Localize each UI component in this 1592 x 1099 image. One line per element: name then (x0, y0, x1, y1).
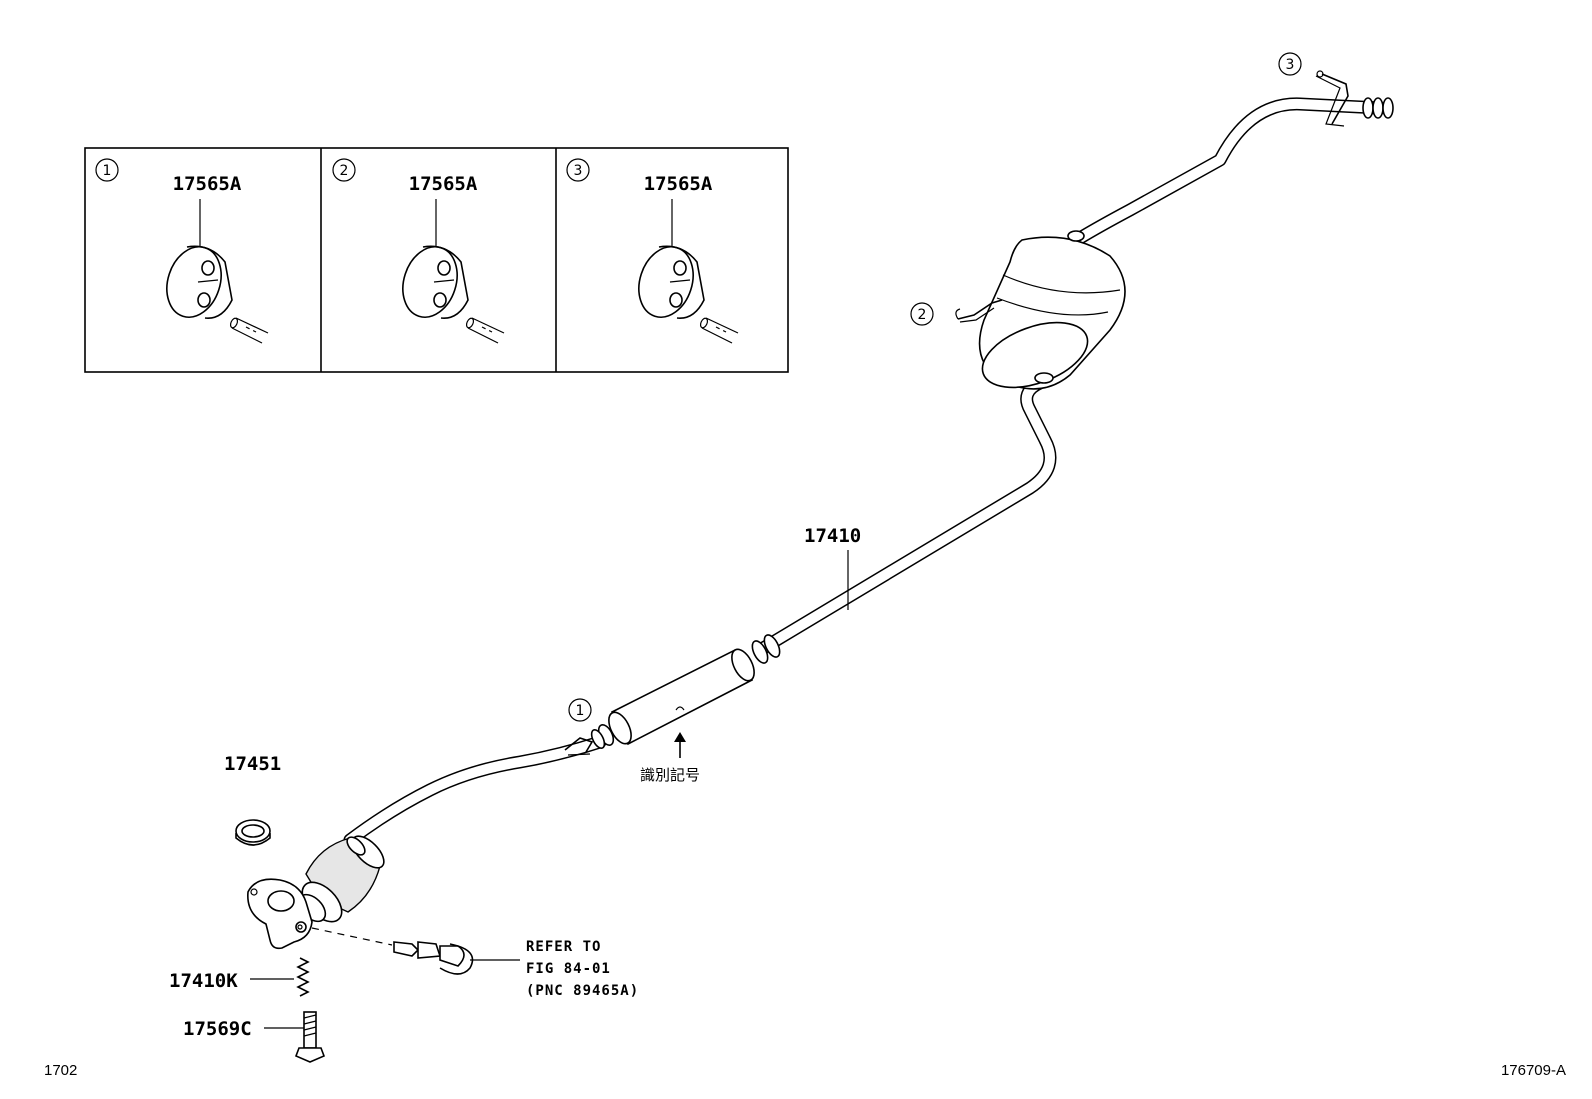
identification-mark-text: 識別記号 (640, 766, 700, 784)
refer-note-line-2: FIG 84-01 (526, 961, 611, 977)
identification-mark: 識別記号 (640, 732, 700, 784)
callout-circle-2 (332, 158, 356, 182)
hanger-rod-icon (699, 317, 739, 344)
main-muffler (978, 230, 1126, 390)
hanger-bracket-rear (1315, 70, 1349, 127)
hanger-bracket-front (564, 737, 594, 756)
hanger-rubber-icon (638, 245, 705, 319)
refer-note-line-1: REFER TO (526, 939, 601, 955)
hanger-rubber-icon (166, 245, 233, 319)
inset-3: 3 17565A (566, 158, 739, 344)
label-17451: 17451 (224, 753, 281, 775)
inset-2-part-label: 17565A (409, 173, 478, 195)
footer-left-code: 1702 (44, 1062, 77, 1079)
label-17410: 17410 (804, 525, 861, 610)
hanger-callout-3-number: 3 (1286, 57, 1295, 73)
inset-3-number: 3 (574, 163, 583, 179)
footer-right-code: 176709-A (1501, 1062, 1566, 1079)
flange-bolt (294, 1011, 326, 1063)
hanger-callout-2: 2 (910, 302, 934, 326)
refer-note-line-3: (PNC 89465A) (526, 983, 639, 999)
part-number-spring: 17410K (169, 970, 238, 992)
arrow-up-icon (674, 732, 686, 742)
inset-2-number: 2 (340, 163, 349, 179)
hanger-rod-icon (465, 317, 505, 344)
inset-2: 2 17565A (332, 158, 505, 344)
exhaust-flange (247, 878, 313, 950)
inset-1-number: 1 (103, 163, 112, 179)
callout-circle-3 (566, 158, 590, 182)
hanger-callout-1: 1 (568, 698, 592, 722)
hanger-callout-2-number: 2 (918, 307, 927, 323)
refer-note: REFER TO FIG 84-01 (PNC 89465A) (526, 939, 639, 999)
gasket (235, 819, 271, 846)
part-number-bolt: 17569C (183, 1018, 252, 1040)
part-number-gasket: 17451 (224, 753, 281, 775)
tailpipe-end (1362, 97, 1394, 119)
hanger-rod-icon (229, 317, 269, 344)
catalytic-converter (297, 835, 385, 923)
label-17410K: 17410K (169, 970, 294, 992)
inset-1-part-label: 17565A (173, 173, 242, 195)
compression-spring (296, 957, 310, 997)
exhaust-pipe-assembly (235, 70, 1394, 1063)
hanger-callout-3: 3 (1278, 52, 1302, 76)
part-number-exhaust-pipe: 17410 (804, 525, 861, 547)
inset-1: 1 17565A (95, 158, 269, 344)
hanger-bracket-mid (955, 299, 1003, 323)
callout-circle-1 (95, 158, 119, 182)
inset-panel (84, 147, 789, 373)
oxygen-sensor (393, 941, 520, 975)
label-17569C: 17569C (183, 1018, 304, 1040)
inset-3-part-label: 17565A (644, 173, 713, 195)
hanger-callout-1-number: 1 (576, 703, 585, 719)
hanger-rubber-icon (402, 245, 469, 319)
resonator (590, 634, 781, 749)
